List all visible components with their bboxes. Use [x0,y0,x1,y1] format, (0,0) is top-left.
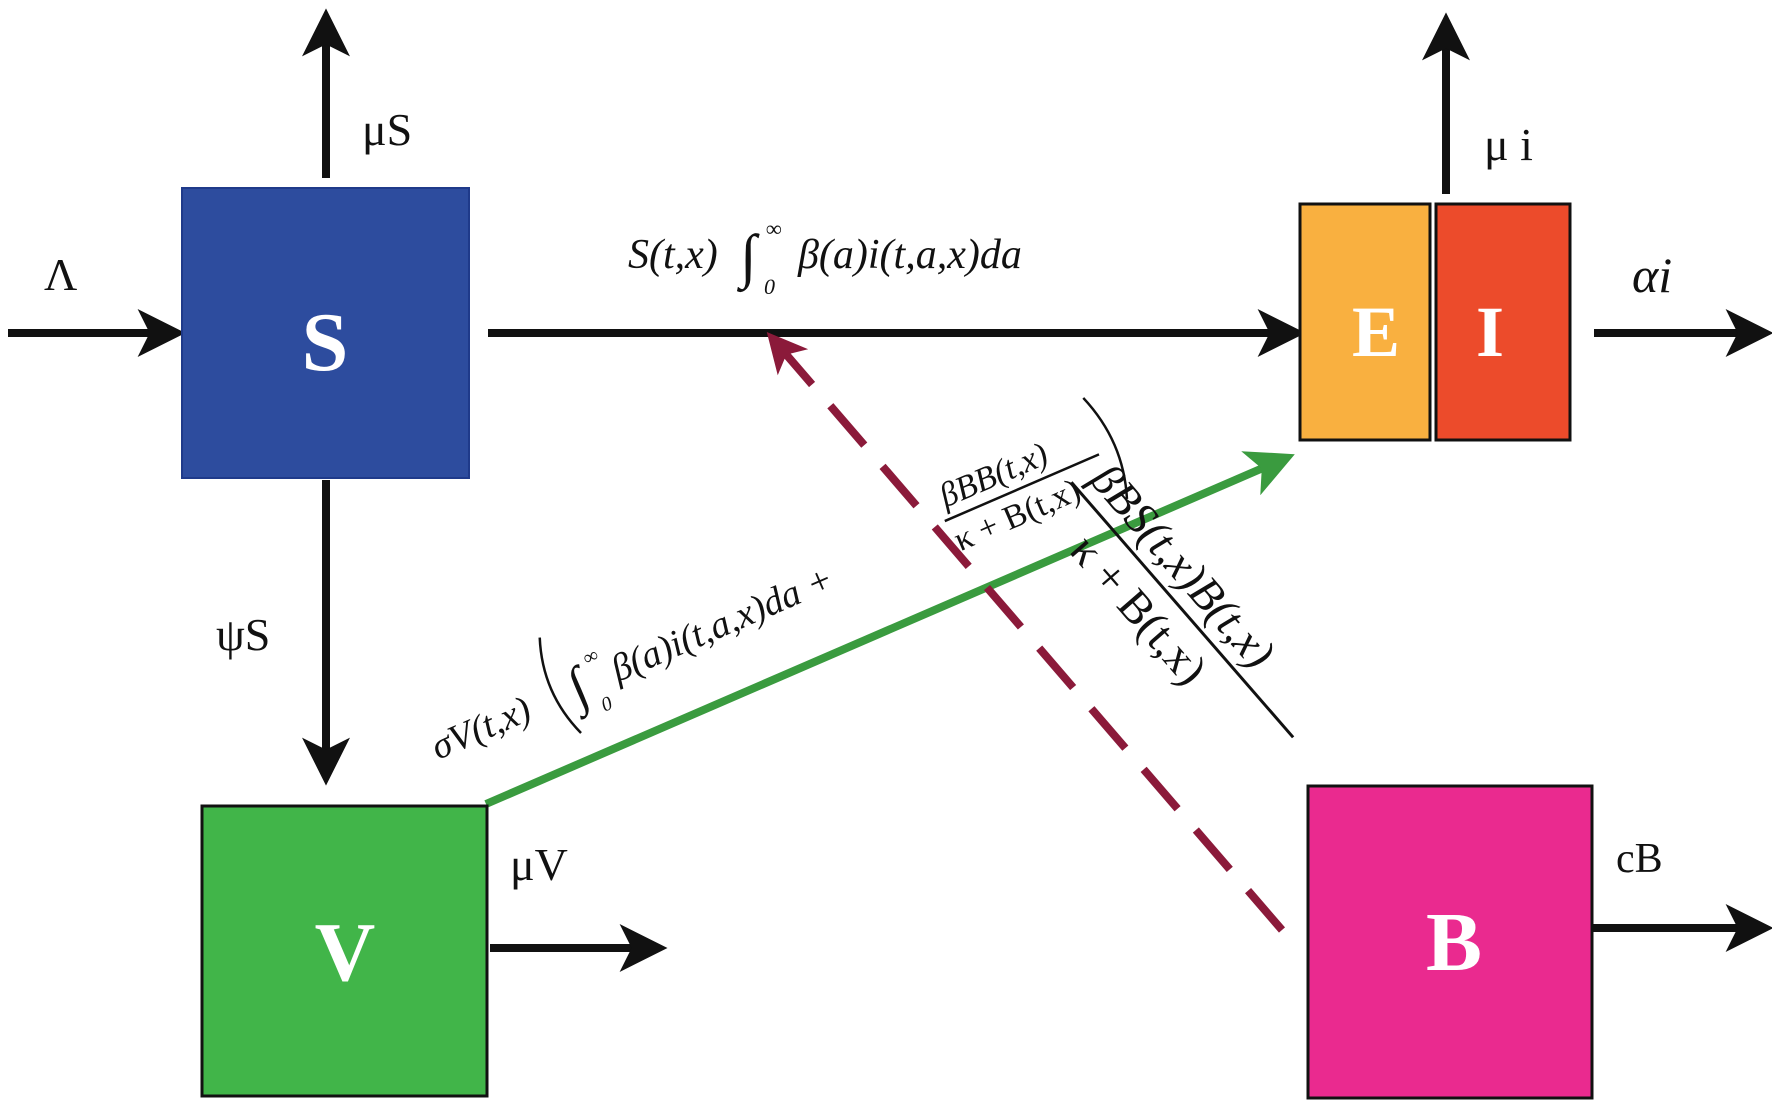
b-bacteria-dashed-arrow [766,331,1286,933]
v-to-ei-prefix: σV(t,x) [425,688,537,768]
mu-i-label: μ i [1484,119,1533,170]
v-to-ei-open-paren [538,637,582,734]
compartment-i: I [1434,202,1572,442]
b-to-ei-fraction-bar [1070,481,1295,739]
box-b-label: B [1426,896,1482,989]
box-e-label: E [1352,292,1400,372]
mu-s-label: μS [362,104,412,155]
mu-v-label: μV [510,839,568,890]
v-to-ei-rate: σV(t,x) ∫ ∞ 0 β(a)i(t,a,x)da + βBB(t,x) … [425,397,1129,768]
box-i-label: I [1476,292,1504,372]
s-to-ei-lower: 0 [764,274,775,299]
s-to-ei-integral: ∫ [737,223,760,293]
lambda-label: Λ [44,249,77,300]
s-to-ei-prefix: S(t,x) [628,232,718,278]
box-v [200,804,489,1098]
s-to-ei-body: β(a)i(t,a,x)da [797,232,1022,278]
box-b [1306,784,1594,1100]
v-to-ei-lower: 0 [598,692,616,716]
s-to-ei-rate: S(t,x) ∫ ∞ 0 β(a)i(t,a,x)da [628,216,1022,299]
v-to-ei-fraction-bar [944,453,1100,523]
alpha-i-label: αi [1632,247,1672,303]
v-to-ei-body: β(a)i(t,a,x)da + [604,557,840,690]
v-to-ei-close-paren [1082,397,1129,499]
box-v-label: V [315,906,376,999]
compartment-v: V [200,804,489,1098]
box-s-label: S [302,296,349,389]
box-s [181,187,470,479]
psi-s-label: ψS [216,609,270,660]
v-to-ei-arrow [484,451,1295,808]
compartment-e: E [1298,202,1432,442]
compartment-b: B [1306,784,1594,1100]
box-i [1434,202,1572,442]
compartment-s: S [181,187,470,479]
s-to-ei-upper: ∞ [766,216,782,241]
c-b-label: cB [1616,836,1663,882]
v-to-ei-upper: ∞ [580,644,602,670]
box-e [1298,202,1432,442]
